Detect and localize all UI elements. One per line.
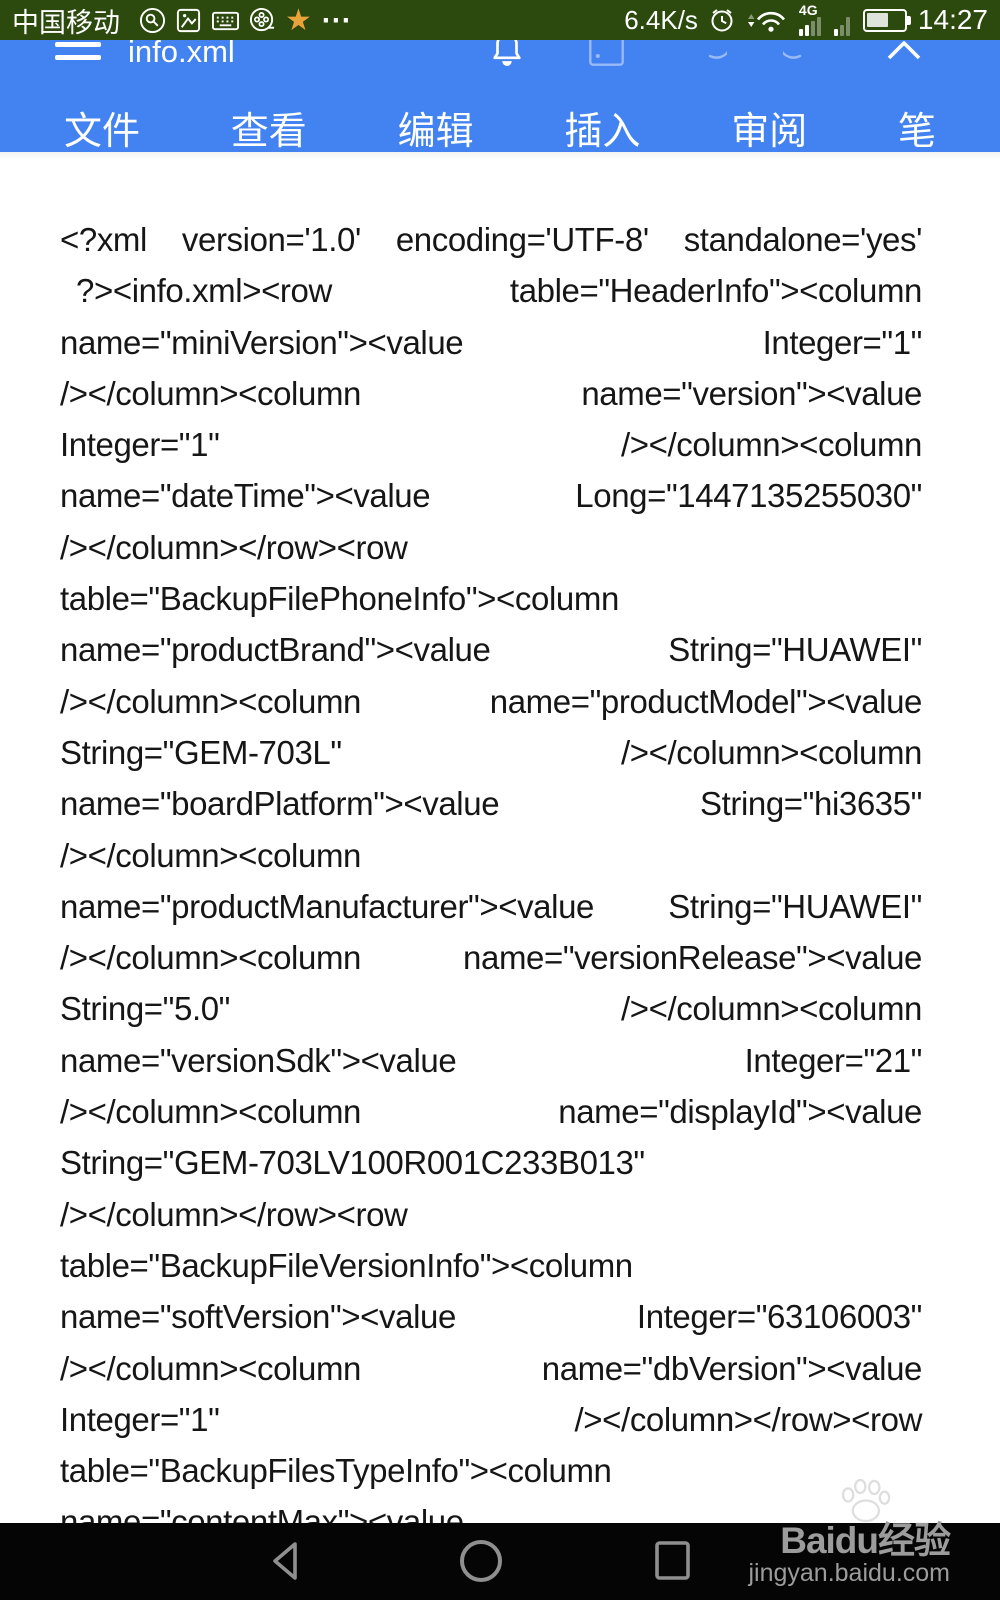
watermark-url: jingyan.baidu.com	[748, 1559, 950, 1587]
back-icon[interactable]	[264, 1538, 308, 1584]
xml-line: table="BackupFilePhoneInfo"><column	[60, 580, 619, 618]
paw-icon	[841, 1478, 891, 1523]
xml-line: name="boardPlatform"><value String="hi36…	[60, 785, 922, 823]
watermark-logo: Baidu经验	[780, 1520, 951, 1561]
document-title: info.xml	[128, 40, 235, 69]
xml-line: /></column><column name="productModel"><…	[60, 682, 922, 720]
more-dots-icon: ⋯	[320, 3, 352, 37]
network-speed: 6.4K/s	[624, 4, 698, 35]
menu-tab-row: 文件 查看 编辑 插入 审阅 笔	[0, 100, 1000, 153]
media-reel-icon	[249, 7, 275, 31]
xml-line: /></column></row><row	[60, 1195, 408, 1233]
network-type-badge: 4G	[798, 2, 818, 18]
save-icon[interactable]	[586, 40, 627, 69]
battery-icon	[862, 8, 911, 32]
hamburger-menu-icon[interactable]	[55, 40, 101, 68]
app-toolbar: info.xml 文件 查看 编辑 插入 审阅 笔	[0, 40, 1000, 152]
xml-line: /></column><column name="dbVersion"><val…	[60, 1349, 922, 1387]
xml-line: /></column></row><row	[60, 528, 408, 566]
xml-line: Integer="1" /></column><column	[60, 426, 922, 464]
xml-line: name="productBrand"><value String="HUAWE…	[60, 631, 922, 669]
menu-tab[interactable]: 查看	[231, 100, 307, 153]
wifi-icon	[747, 11, 785, 32]
xml-line: /></column><column name="displayId"><val…	[60, 1093, 922, 1131]
xml-line: String="GEM-703L" /></column><column	[60, 733, 922, 771]
star-icon: ★	[285, 3, 312, 37]
home-icon[interactable]	[458, 1538, 504, 1584]
xml-line: <?xml version='1.0' encoding='UTF-8' sta…	[60, 221, 922, 258]
xml-line: /></column><column name="version"><value	[60, 374, 922, 412]
xml-line: table="BackupFileVersionInfo"><column	[60, 1246, 633, 1284]
menu-tab[interactable]: 笔	[898, 100, 936, 153]
menu-tab[interactable]: 插入	[564, 100, 640, 153]
xml-line: name="miniVersion"><value Integer="1"	[60, 323, 922, 361]
xml-line: name="versionSdk"><value Integer="21"	[60, 1041, 922, 1079]
xml-line: name="dateTime"><value Long="14471352550…	[60, 477, 922, 515]
xml-line: name="productManufacturer"><value String…	[60, 887, 922, 925]
notification-icons: ★ ⋯	[130, 3, 352, 37]
signal-bars-sim2	[833, 4, 852, 36]
xml-line: ?><info.xml><row table="HeaderInfo"><col…	[76, 272, 922, 310]
keyboard-icon	[212, 11, 239, 30]
status-bar-left: 中国移动 ★ ⋯	[12, 1, 352, 40]
bell-icon[interactable]	[490, 40, 524, 69]
menu-tab[interactable]: 审阅	[731, 100, 807, 153]
xml-line: name="contentMax"><value	[60, 1503, 464, 1523]
xml-line: /></column><column	[60, 836, 361, 874]
recent-apps-icon[interactable]	[653, 1540, 693, 1582]
android-nav-bar: Baidu经验 jingyan.baidu.com	[0, 1520, 1000, 1600]
xml-line: String="5.0" /></column><column	[60, 990, 922, 1028]
clock-label: 14:27	[917, 4, 988, 35]
signal-bars-sim1: 4G	[798, 2, 823, 36]
alarm-clock-icon	[711, 9, 733, 32]
xml-line: table="BackupFilesTypeInfo"><column	[60, 1452, 612, 1490]
search-circle-icon	[139, 7, 166, 33]
collapse-toolbar-icon[interactable]	[886, 40, 922, 62]
xml-line: /></column><column name="versionRelease"…	[60, 939, 922, 977]
undo-icon[interactable]	[697, 40, 727, 64]
watermark: Baidu经验 jingyan.baidu.com	[748, 1520, 951, 1587]
status-bar-right: 6.4K/s 4G 14:27	[613, 2, 988, 36]
xml-line: name="softVersion"><value Integer="63106…	[60, 1298, 922, 1336]
xml-line: Integer="1" /></column></row><row	[60, 1400, 922, 1438]
xml-text: <?xml version='1.0' encoding='UTF-8' sta…	[60, 214, 922, 1523]
xml-document-canvas[interactable]: <?xml version='1.0' encoding='UTF-8' sta…	[0, 152, 1000, 1523]
menu-tab[interactable]: 编辑	[398, 100, 474, 153]
status-bar: 中国移动 ★ ⋯ 6.4K/s 4G 14:27	[0, 0, 1000, 40]
carrier-label: 中国移动	[12, 7, 120, 38]
redo-icon[interactable]	[783, 40, 813, 64]
xml-line: String="GEM-703LV100R001C233B013"	[60, 1144, 645, 1182]
gallery-icon	[176, 8, 201, 32]
menu-tab[interactable]: 文件	[64, 100, 140, 153]
